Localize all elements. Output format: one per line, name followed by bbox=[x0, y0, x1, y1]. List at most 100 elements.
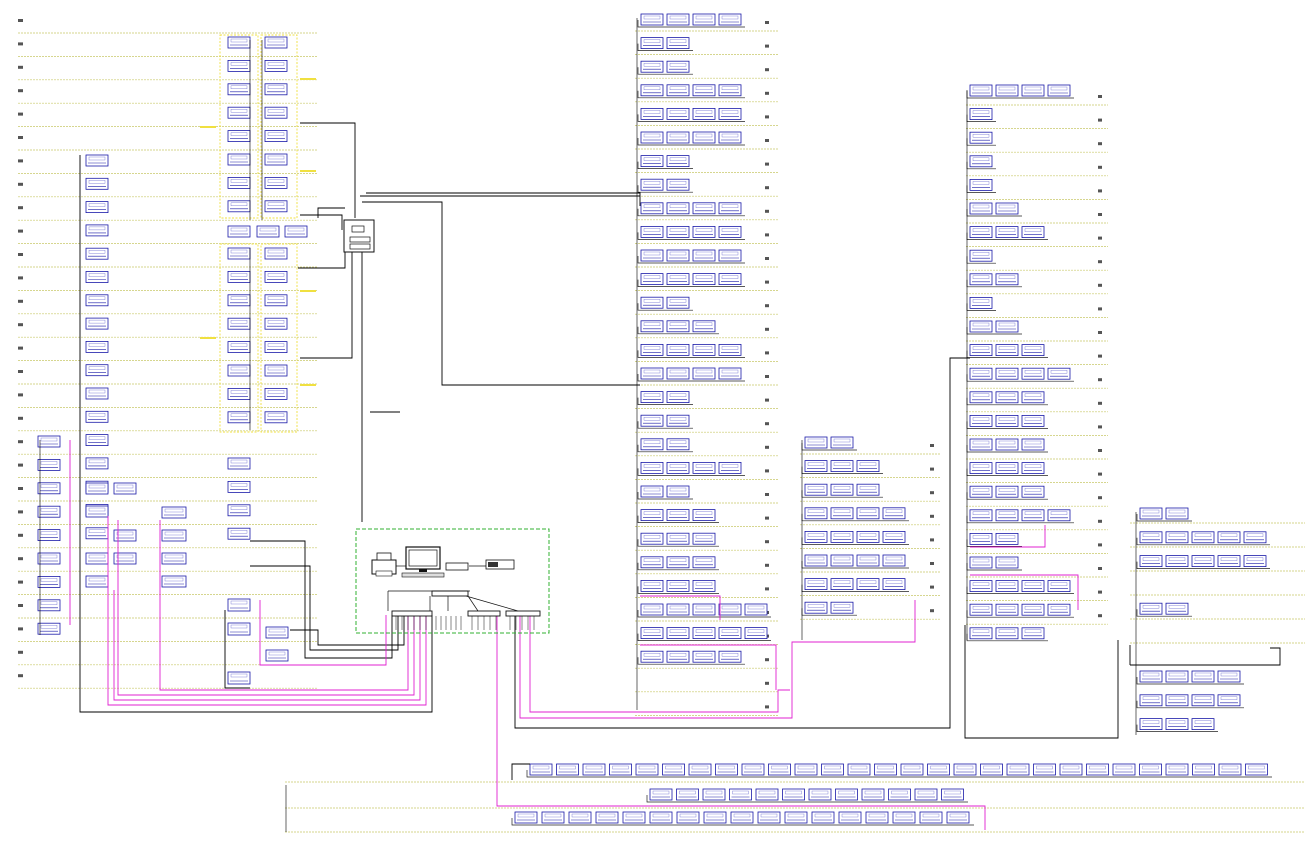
network-device bbox=[919, 811, 943, 824]
device-label-slot bbox=[652, 790, 670, 795]
device-label-slot bbox=[833, 604, 851, 608]
network-device bbox=[666, 438, 690, 451]
device-row bbox=[637, 485, 693, 500]
device-frame bbox=[556, 763, 579, 776]
device-row bbox=[1136, 602, 1192, 617]
device-frame bbox=[264, 247, 288, 260]
printer-tray bbox=[375, 570, 393, 577]
device-label-slot bbox=[695, 346, 713, 350]
device-frame bbox=[692, 225, 716, 238]
network-device bbox=[882, 554, 906, 567]
floor-tick bbox=[765, 563, 769, 567]
yellow-group-frame bbox=[219, 243, 259, 433]
network-device bbox=[1165, 718, 1189, 730]
network-device bbox=[662, 763, 685, 776]
server-room bbox=[343, 219, 550, 634]
device-label-slot bbox=[972, 417, 990, 421]
network-device bbox=[666, 556, 690, 569]
yellow-tag bbox=[200, 126, 216, 128]
floor-tick bbox=[1098, 142, 1102, 146]
device-frame bbox=[649, 811, 673, 824]
network-device bbox=[666, 108, 690, 120]
device-label-slot bbox=[917, 790, 935, 795]
floor-tick bbox=[18, 182, 23, 186]
device-frame bbox=[85, 154, 109, 167]
network-device bbox=[1021, 84, 1045, 97]
row-bracket bbox=[1136, 514, 1192, 522]
trunk-cable bbox=[964, 625, 1119, 739]
device-label-slot bbox=[998, 440, 1016, 445]
network-device bbox=[838, 811, 862, 824]
device-frame bbox=[1191, 670, 1215, 683]
magenta-cable bbox=[970, 574, 1079, 610]
magenta-cable bbox=[529, 615, 790, 713]
device-label-slot bbox=[230, 85, 248, 90]
network-device bbox=[969, 296, 993, 309]
network-device bbox=[692, 650, 716, 663]
device-label-slot bbox=[833, 509, 851, 513]
floor-tick bbox=[18, 112, 23, 116]
device-label-slot bbox=[669, 393, 687, 397]
network-device bbox=[692, 225, 716, 238]
device-frame bbox=[804, 483, 828, 496]
device-frame bbox=[1139, 555, 1163, 567]
device-label-slot bbox=[972, 393, 990, 397]
network-device bbox=[264, 83, 288, 96]
device-frame bbox=[744, 603, 768, 616]
device-frame bbox=[37, 505, 61, 518]
device-label-slot bbox=[807, 604, 825, 608]
device-label-slot bbox=[998, 417, 1016, 421]
device-frame bbox=[640, 60, 664, 73]
device-frame bbox=[995, 367, 1019, 380]
device-label-slot bbox=[998, 629, 1016, 633]
network-device bbox=[1165, 531, 1189, 544]
network-device bbox=[995, 391, 1019, 404]
network-device bbox=[995, 202, 1019, 215]
device-frame bbox=[702, 788, 726, 801]
device-frame bbox=[888, 788, 911, 801]
floor-tick bbox=[1098, 496, 1102, 500]
floor-tick bbox=[765, 445, 769, 449]
network-device bbox=[666, 414, 690, 427]
network-device bbox=[1217, 694, 1241, 707]
device-row bbox=[646, 788, 968, 803]
network-device bbox=[1047, 603, 1071, 616]
device-label-slot bbox=[695, 653, 713, 657]
device-frame bbox=[692, 13, 716, 26]
device-frame bbox=[666, 37, 690, 49]
device-frame bbox=[284, 225, 308, 238]
network-device bbox=[1112, 763, 1136, 776]
device-frame bbox=[900, 763, 924, 776]
device-label-slot bbox=[695, 322, 713, 326]
floor-tick bbox=[1098, 236, 1102, 240]
device-frame bbox=[969, 249, 993, 262]
network-device bbox=[284, 225, 308, 238]
magenta-cable bbox=[117, 520, 415, 696]
device-frame bbox=[227, 341, 251, 354]
network-device bbox=[969, 485, 993, 498]
device-frame bbox=[856, 483, 880, 496]
device-label-slot bbox=[695, 275, 713, 279]
device-label-slot bbox=[922, 813, 940, 818]
device-row bbox=[966, 84, 1074, 99]
network-device bbox=[85, 482, 109, 495]
device-frame bbox=[227, 387, 251, 400]
network-device bbox=[1139, 531, 1163, 544]
device-frame bbox=[640, 509, 664, 522]
device-label-slot bbox=[998, 464, 1016, 468]
device-label-slot bbox=[669, 133, 687, 138]
device-label-slot bbox=[1168, 696, 1186, 700]
device-frame bbox=[85, 410, 109, 423]
network-device bbox=[640, 13, 664, 26]
device-frame bbox=[640, 343, 664, 356]
device-frame bbox=[969, 131, 993, 144]
device-frame bbox=[692, 627, 716, 639]
device-label-slot bbox=[721, 464, 739, 468]
device-frame bbox=[830, 554, 854, 567]
device-frame bbox=[666, 108, 690, 120]
device-frame bbox=[821, 763, 844, 776]
device-row bbox=[637, 13, 745, 28]
device-label-slot bbox=[695, 511, 713, 515]
device-frame bbox=[666, 650, 690, 663]
device-frame bbox=[113, 529, 137, 542]
